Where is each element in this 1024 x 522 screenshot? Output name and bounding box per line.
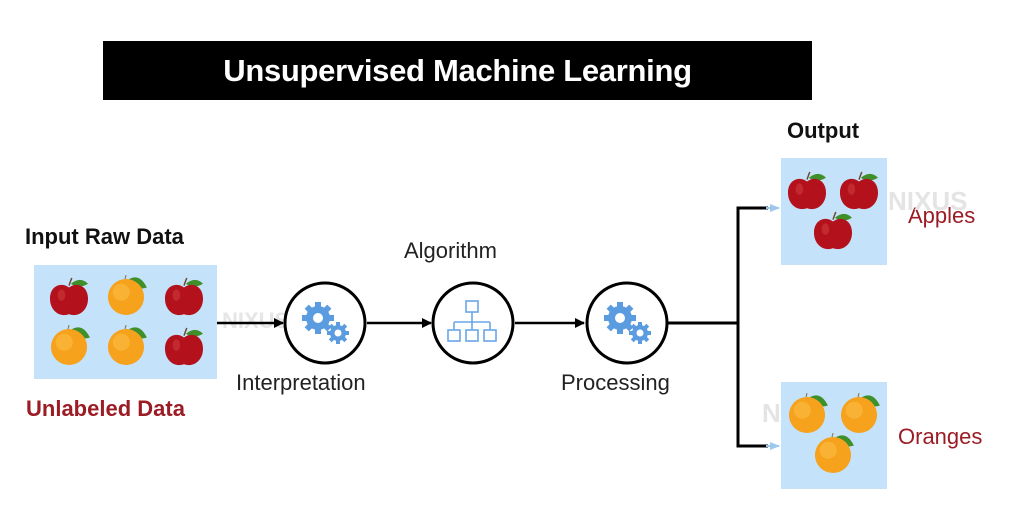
diagram-title: Unsupervised Machine Learning: [223, 52, 692, 88]
title-bar: Unsupervised Machine Learning: [103, 41, 812, 100]
step-label-interpretation: Interpretation: [236, 370, 366, 395]
input-heading: Input Raw Data: [25, 224, 184, 249]
step-label-processing: Processing: [561, 370, 670, 395]
output-label-oranges: Oranges: [898, 424, 983, 449]
watermark: NIXUS: [888, 186, 968, 216]
unlabeled-data-caption: Unlabeled Data: [26, 396, 185, 421]
step-label-algorithm: Algorithm: [404, 238, 497, 263]
output-heading: Output: [787, 118, 860, 143]
hierarchy-icon: [447, 300, 497, 342]
step-interpretation: [283, 281, 367, 365]
output-label-apples: Apples: [908, 203, 976, 228]
branch-connector: [667, 206, 768, 448]
step-processing: [585, 281, 669, 365]
step-algorithm: [431, 281, 515, 365]
